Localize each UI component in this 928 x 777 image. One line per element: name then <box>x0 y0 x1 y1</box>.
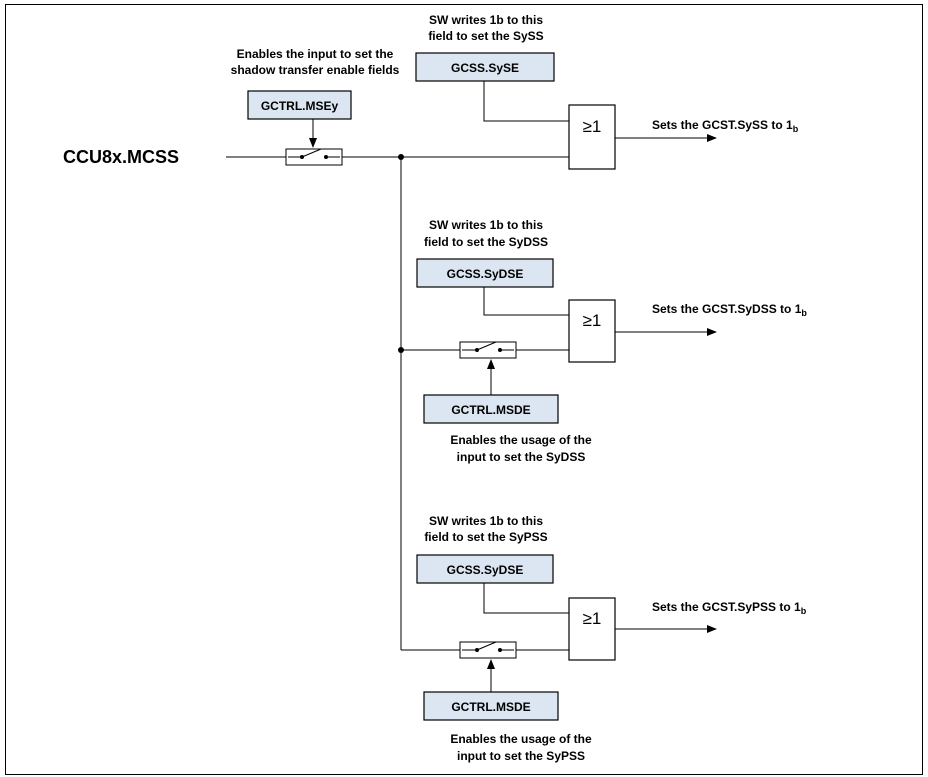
sypss-switch <box>459 641 517 659</box>
sydss-gate-symbol: ≥1 <box>583 311 602 330</box>
input-label: CCU8x.MCSS <box>63 147 179 167</box>
syss-register-wire <box>483 81 569 122</box>
sypss-switch-register-label: GCTRL.MSDE <box>451 700 530 714</box>
sydss-register-wire <box>483 287 569 316</box>
top-note-line-2: shadow transfer enable fields <box>231 63 400 77</box>
sypss-gate-symbol: ≥1 <box>583 609 602 628</box>
sydss-switch-register-label: GCTRL.MSDE <box>451 403 530 417</box>
top-switch-register-label: GCTRL.MSEy <box>261 99 339 113</box>
syss-register-box <box>415 52 555 82</box>
sydss-or-gate <box>568 299 616 363</box>
sypss-register-wire <box>483 583 569 614</box>
sydss-switch-note-line-1: Enables the usage of the <box>450 433 592 447</box>
sypss-switch-note-line-2: input to set the SyPSS <box>457 749 585 763</box>
sypss-note-line-2: field to set the SyPSS <box>424 530 547 544</box>
sypss-or-gate <box>568 597 616 661</box>
top-switch-register-box <box>247 90 352 120</box>
sydss-note-line-2: field to set the SyDSS <box>424 235 548 249</box>
sypss-note-line-1: SW writes 1b to this <box>429 514 543 528</box>
sydss-switch-note-line-2: input to set the SyDSS <box>457 450 586 464</box>
syss-note-line-2: field to set the SySS <box>428 29 543 43</box>
syss-register-label: GCSS.SySE <box>451 61 519 75</box>
sydss-switch <box>459 341 517 359</box>
top-switch <box>285 148 343 166</box>
sydss-note-line-1: SW writes 1b to this <box>429 218 543 232</box>
top-note-line-1: Enables the input to set the <box>237 47 394 61</box>
sypss-switch-note-line-1: Enables the usage of the <box>450 732 592 746</box>
sydss-switch-register-box <box>423 394 559 424</box>
syss-or-gate <box>568 104 616 170</box>
sypss-switch-register-box <box>423 691 559 721</box>
sydss-register-label: GCSS.SyDSE <box>447 267 524 281</box>
syss-output-label: Sets the GCST.SySS to 1b <box>652 118 799 134</box>
sydss-output-label: Sets the GCST.SyDSS to 1b <box>652 302 807 318</box>
sypss-output-label: Sets the GCST.SyPSS to 1b <box>652 600 807 616</box>
sypss-register-label: GCSS.SyDSE <box>447 563 524 577</box>
syss-gate-symbol: ≥1 <box>583 117 602 136</box>
syss-note-line-1: SW writes 1b to this <box>429 13 543 27</box>
sydss-register-box <box>416 258 554 288</box>
sypss-register-box <box>416 554 554 584</box>
